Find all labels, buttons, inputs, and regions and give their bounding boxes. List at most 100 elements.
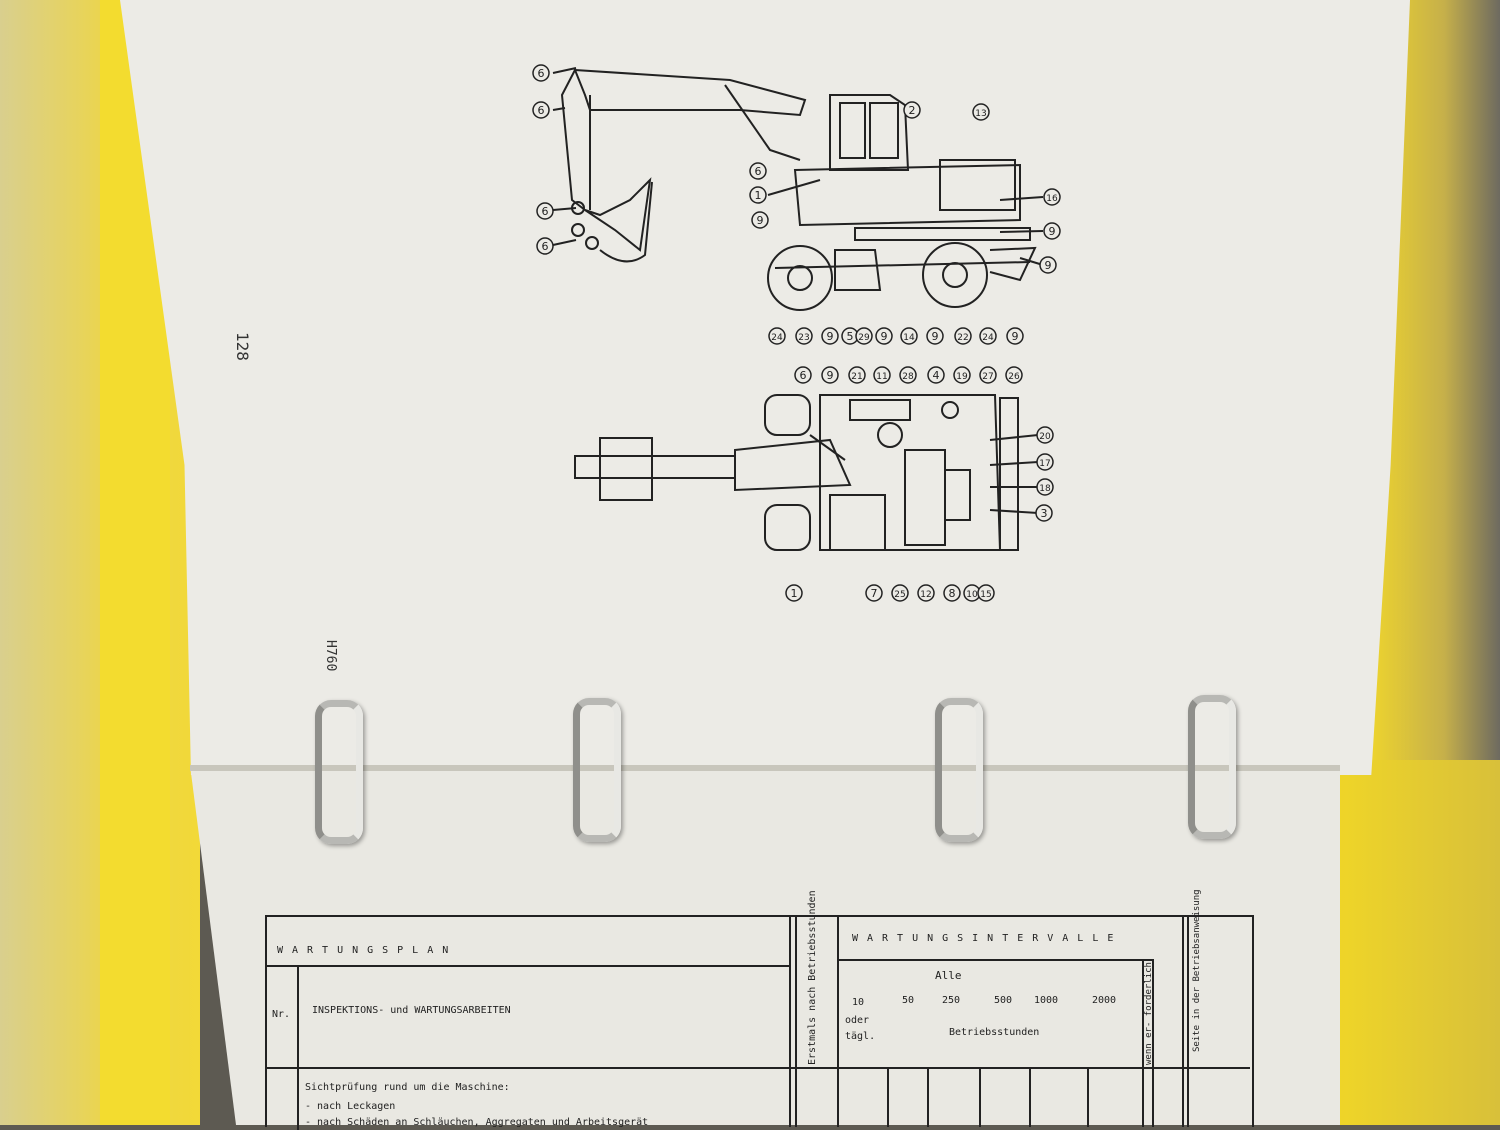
top-view-callout: 21: [848, 366, 866, 384]
top-view-callout: 17: [1036, 453, 1054, 471]
col-divider: [1142, 959, 1144, 1127]
top-view-callout: 3: [1035, 504, 1053, 522]
top-view-callout-circle: [899, 366, 917, 384]
top-view-callout-circle: [785, 584, 803, 602]
binder-ring-1: [315, 700, 363, 844]
top-view-callout: 18: [1036, 478, 1054, 496]
col-work-header: INSPEKTIONS- und WARTUNGSARBEITEN: [312, 1005, 511, 1016]
side-view-callout-label: 6: [755, 165, 762, 178]
side-view-callout: 6: [536, 202, 554, 220]
row-divider: [267, 965, 789, 967]
row-divider: [267, 1067, 1250, 1069]
binder-ring-3: [935, 698, 983, 842]
side-view-callout: 6: [749, 162, 767, 180]
binder-ring-4: [1188, 695, 1236, 839]
interval-10: 10: [852, 997, 865, 1008]
interval-taegl: tägl.: [845, 1031, 876, 1042]
upper-page: [120, 0, 1410, 775]
top-view-callout-label: 9: [827, 369, 834, 382]
side-view-callout: 9: [751, 211, 769, 229]
side-view-callout-circle: [954, 327, 972, 345]
col-seite-header: Seite in der Betriebsanweisung: [1192, 889, 1202, 1052]
interval-oder: oder: [845, 1015, 870, 1026]
side-view-callout-label: 9: [1012, 330, 1019, 343]
side-view-callout-label: 24: [982, 333, 994, 343]
row-text-3: - nach Schäden an Schläuchen, Aggregaten…: [305, 1117, 649, 1128]
lower-page: [190, 765, 1340, 1125]
interval-2000: 2000: [1092, 995, 1117, 1006]
betriebsstunden-label: Betriebsstunden: [949, 1027, 1040, 1038]
top-view-callout-label: 18: [1039, 484, 1051, 494]
top-view-callout-label: 11: [876, 372, 887, 382]
top-view-callout-circle: [865, 584, 883, 602]
side-view-callout-circle: [749, 162, 767, 180]
side-view-callout-circle: [1006, 327, 1024, 345]
side-view-callout-circle: [536, 202, 554, 220]
side-view-callout-circle: [532, 101, 550, 119]
side-view-callout: 9: [875, 327, 893, 345]
top-view-callout-label: 7: [871, 587, 878, 600]
page-fold: [190, 765, 1340, 771]
top-view-callout: 1: [785, 584, 803, 602]
side-view-callout-label: 14: [903, 333, 915, 343]
top-view-callout-circle: [1036, 453, 1054, 471]
top-view-callout: 25: [891, 584, 909, 602]
side-view-callout: 29: [855, 327, 873, 345]
side-view-callout-circle: [855, 327, 873, 345]
side-view-callout-label: 9: [1049, 225, 1056, 238]
col-divider: [795, 917, 797, 1127]
side-view-callout: 9: [821, 327, 839, 345]
side-view-callout: 24: [979, 327, 997, 345]
top-view-callout-label: 4: [933, 369, 940, 382]
side-view-callout-label: 9: [827, 330, 834, 343]
side-view-callout-label: 6: [542, 205, 549, 218]
top-view-callout-circle: [977, 584, 995, 602]
side-view-callout-label: 1: [755, 189, 762, 202]
col-first-header: Erstmals nach Betriebsstunden: [807, 890, 818, 1065]
col-divider: [887, 1067, 889, 1127]
side-view-callout: 9: [926, 327, 944, 345]
side-view-callout-circle: [536, 237, 554, 255]
top-view-callout-label: 27: [982, 372, 993, 382]
interval-250: 250: [942, 995, 961, 1006]
side-view-callout-circle: [1039, 256, 1057, 274]
top-view-callout: 4: [927, 366, 945, 384]
col-wenn-header: wenn er- forderlich: [1144, 962, 1154, 1065]
top-view-callout-circle: [873, 366, 891, 384]
side-view-callout-circle: [900, 327, 918, 345]
top-view-callout: 10: [963, 584, 981, 602]
col-divider: [297, 965, 299, 1130]
row-text-1: Sichtprüfung rund um die Maschine:: [305, 1082, 510, 1093]
maintenance-table: WARTUNGSPLAN Nr. INSPEKTIONS- und WARTUN…: [265, 889, 1254, 1130]
side-view-callout-circle: [1043, 222, 1061, 240]
top-view-callout: 28: [899, 366, 917, 384]
side-view-callout: 13: [972, 103, 990, 121]
top-view-callout-circle: [1036, 478, 1054, 496]
top-view-callout-label: 3: [1041, 507, 1048, 520]
side-view-callout: 14: [900, 327, 918, 345]
top-view-callout: 27: [979, 366, 997, 384]
col-nr-header: Nr.: [272, 1009, 291, 1020]
top-view-callout: 19: [953, 366, 971, 384]
table-title: WARTUNGSPLAN: [277, 945, 458, 956]
side-view-callout-circle: [875, 327, 893, 345]
col-divider: [1187, 917, 1189, 1127]
side-view-callout: 9: [1039, 256, 1057, 274]
top-view-callout-circle: [794, 366, 812, 384]
side-view-callout-circle: [926, 327, 944, 345]
side-view-callout: 6: [536, 237, 554, 255]
side-view-callout-label: 29: [858, 333, 870, 343]
row-text-2: - nach Leckagen: [305, 1101, 396, 1112]
col-divider: [1087, 1067, 1089, 1127]
side-view-callout-label: 9: [757, 214, 764, 227]
col-intervals-header: WARTUNGSINTERVALLE: [852, 933, 1123, 944]
row-divider: [837, 959, 1152, 961]
interval-1000: 1000: [1034, 995, 1059, 1006]
side-view-callout-label: 9: [932, 330, 939, 343]
side-view-callout: 5: [841, 327, 859, 345]
top-view-callout-label: 1: [791, 587, 798, 600]
top-view-callout-label: 17: [1039, 459, 1050, 469]
side-view-callout: 6: [532, 101, 550, 119]
top-view-callout-circle: [1036, 426, 1054, 444]
side-view-callout-label: 2: [909, 104, 916, 117]
